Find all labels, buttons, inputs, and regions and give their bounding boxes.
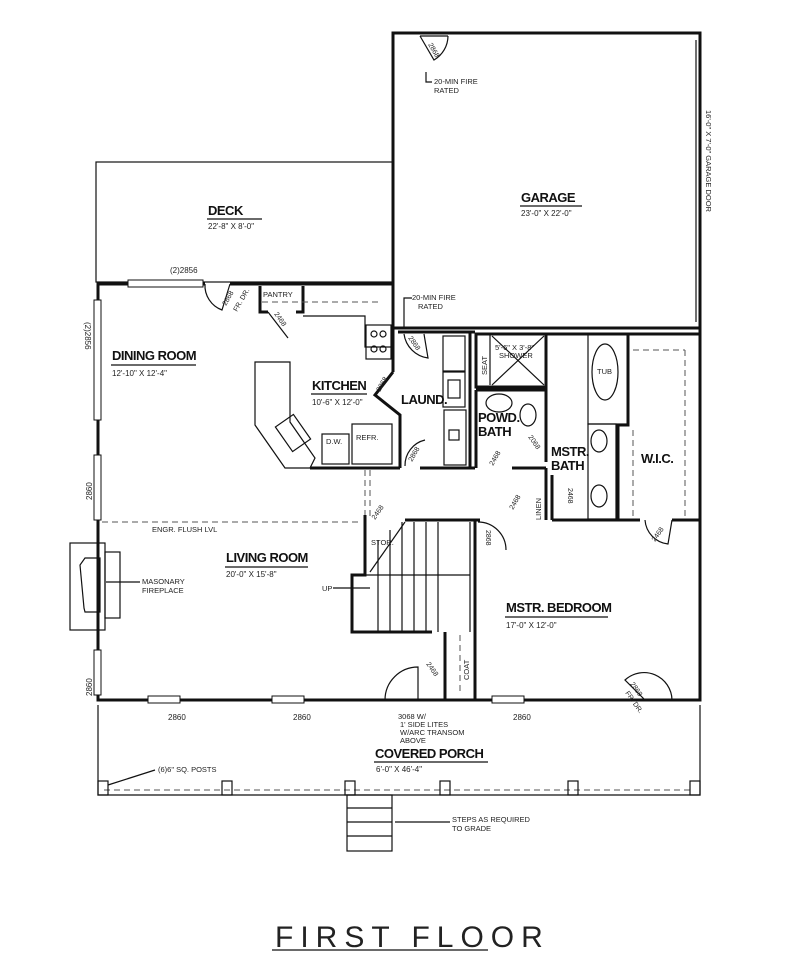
room-label-master-bath-2: BATH <box>551 458 584 473</box>
note-fireplace-2: FIREPLACE <box>142 586 184 595</box>
stair-treads <box>365 522 471 632</box>
house-walls: (2)2856 2860 2860 2860 2860 2860 <box>83 279 702 722</box>
room-label-powder-bath-2: BATH <box>478 424 511 439</box>
room-label-master-bedroom: MSTR. BEDROOM <box>506 600 611 615</box>
covered-porch: 3068 W/ 1' SIDE LITES W/ARC TRANSOM ABOV… <box>97 705 701 852</box>
door-tag: 2868 <box>376 376 390 393</box>
fixture-tub: TUB <box>597 367 612 376</box>
room-label-porch: COVERED PORCH <box>375 746 483 761</box>
room-label-storage: STOR. <box>371 538 394 547</box>
stair-up-label: UP <box>322 584 332 593</box>
note-flush-beam: ENGR. FLUSH LVL <box>152 525 217 534</box>
room-size-master-bedroom: 17'-0" X 12'-0" <box>506 621 557 630</box>
window-tag: 2860 <box>513 713 531 722</box>
note-fireplace: MASONARY <box>142 577 185 586</box>
dining-room: DINING ROOM 12'-10" X 12'-4" <box>111 348 197 378</box>
door-tag: 2468 <box>489 450 503 467</box>
room-size-garage: 23'-0" X 22'-0" <box>521 209 572 218</box>
door-tag: 2468 <box>424 661 439 678</box>
door-tag: 2468 <box>509 494 523 511</box>
room-label-kitchen: KITCHEN <box>312 378 366 393</box>
master-bedroom: 2868 MSTR. BEDROOM 17'-0" X 12'-0" 2868 … <box>475 518 673 715</box>
room-label-deck: DECK <box>208 203 244 218</box>
kitchen: PANTRY 2468 KITCHEN 10'-6" X 12'-0" D.W.… <box>254 284 400 520</box>
plan-title: FIRST FLOOR <box>275 921 550 954</box>
door-tag: 2468 <box>566 488 573 504</box>
room-label-linen: LINEN <box>534 498 543 520</box>
note-posts: (6)6" SQ. POSTS <box>158 765 217 774</box>
powder-bath: SEAT 5'-6" X 3'-8" SHOWER POWD. BATH 246… <box>474 332 548 520</box>
deck: DECK 22'-8" X 8'-0" (2)2856 <box>95 161 394 283</box>
room-label-garage: GARAGE <box>521 190 576 205</box>
room-label-laundry: LAUND. <box>401 392 447 407</box>
door-tag: 2468 <box>651 526 666 543</box>
note-front-door-2: 1' SIDE LITES <box>400 720 448 729</box>
room-label-living: LIVING ROOM <box>226 550 308 565</box>
room-label-master-bath: MSTR. <box>551 444 589 459</box>
window-tag: 2860 <box>85 678 94 696</box>
window-tag: 2860 <box>85 482 94 500</box>
window-tag: 2860 <box>293 713 311 722</box>
door-tag: 2068 <box>526 434 541 451</box>
note-steps: STEPS AS REQUIRED <box>452 815 531 824</box>
note-fire-rated: 20-MIN FIRE <box>412 293 456 302</box>
room-label-pantry: PANTRY <box>263 290 293 299</box>
note-fire-rated-2: RATED <box>418 302 443 311</box>
living-room: ENGR. FLUSH LVL MASONARY FIREPLACE LIVIN… <box>69 504 477 701</box>
fixture-refrigerator: REFR. <box>356 433 379 442</box>
note-front-door-4: ABOVE <box>400 736 426 745</box>
note-fire-rated: 20-MIN FIRE <box>434 77 478 86</box>
note-front-door: 3068 W/ <box>398 712 427 721</box>
room-label-dining: DINING ROOM <box>112 348 196 363</box>
note-steps-2: TO GRADE <box>452 824 491 833</box>
note-garage-door: 16'-0" X 7'-0" GARAGE DOOR <box>704 110 713 213</box>
door-tag: 2868 <box>222 290 236 307</box>
room-size-porch: 6'-0" X 46'-4" <box>376 765 422 774</box>
note-front-door-3: W/ARC TRANSOM <box>400 728 464 737</box>
room-size-kitchen: 10'-6" X 12'-0" <box>312 398 363 407</box>
fixture-dishwasher: D.W. <box>326 437 342 446</box>
window-tag: (2)2856 <box>170 266 198 275</box>
door-tag: 2468 <box>371 504 386 521</box>
fixture-shower-size: 5'-6" X 3'-8" <box>495 343 534 352</box>
room-size-living: 20'-0" X 15'-8" <box>226 570 277 579</box>
master-bath: TUB MSTR. BATH 2468 W.I.C. 2468 <box>546 332 700 545</box>
door-tag: FR. DR. <box>233 288 252 313</box>
fixture-shower: SHOWER <box>499 351 533 360</box>
room-label-wic: W.I.C. <box>641 451 673 466</box>
door-tag: 2868 <box>484 530 491 546</box>
window-tag: 2860 <box>168 713 186 722</box>
window-tag: (2)2856 <box>83 322 92 350</box>
garage: 2868 20-MIN FIRE RATED GARAGE 23'-0" X 2… <box>391 31 713 330</box>
room-label-coat: COAT <box>462 659 471 680</box>
laundry: 2868 20-MIN FIRE RATED 2868 LAUND. 2868 <box>372 293 475 470</box>
room-label-powder-bath: POWD. <box>478 410 520 425</box>
room-size-deck: 22'-8" X 8'-0" <box>208 222 254 231</box>
door-tag: 2868 <box>406 335 421 352</box>
fixture-seat: SEAT <box>480 356 489 375</box>
room-size-dining: 12'-10" X 12'-4" <box>112 369 167 378</box>
note-fire-rated-2: RATED <box>434 86 459 95</box>
door-tag: 2868 <box>408 446 422 463</box>
